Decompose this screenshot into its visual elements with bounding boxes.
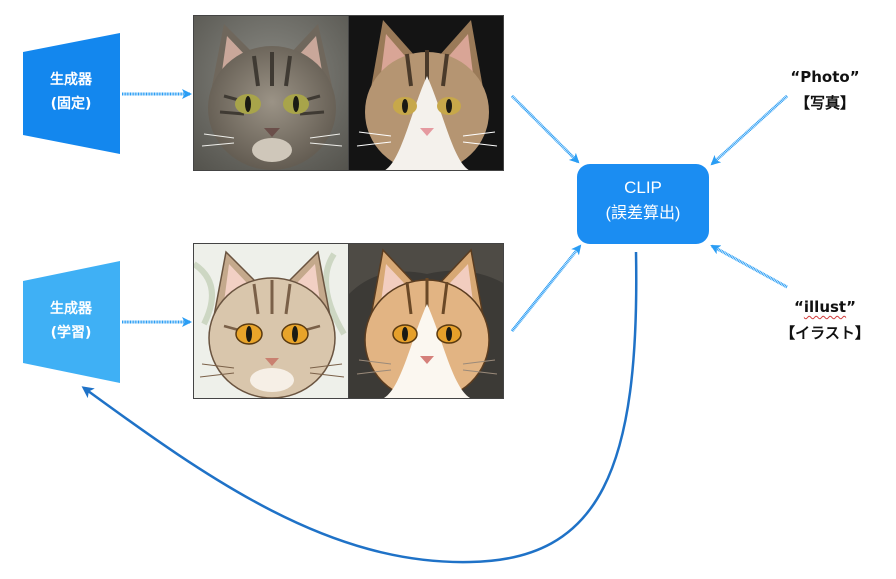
prompt-illust-quote-close: ” xyxy=(846,298,856,316)
prompt-photo-label: 【写真】 xyxy=(794,94,855,112)
generator-fixed-shape xyxy=(23,33,120,154)
generator-fixed-line1: 生成器 xyxy=(50,72,92,88)
generator-learning-line1: 生成器 xyxy=(50,301,92,317)
arrow-illustrations-to-clip xyxy=(510,244,582,332)
generator-learning-label: 生成器 (学習) xyxy=(22,297,120,345)
clip-subtitle: (誤差算出) xyxy=(605,205,681,222)
prompt-illust-label: 【イラスト】 xyxy=(780,324,870,342)
clip-title: CLIP xyxy=(624,178,662,197)
prompt-photo: “Photo” 【写真】 xyxy=(770,64,880,116)
prompt-illust-quote-open: “ xyxy=(794,298,804,316)
photo-cat-calico xyxy=(348,15,504,171)
clip-box: CLIP (誤差算出) xyxy=(577,164,709,244)
generator-fixed-line2: (固定) xyxy=(50,96,92,112)
prompt-illust: “illust” 【イラスト】 xyxy=(760,294,890,346)
arrow-photo-prompt-to-clip xyxy=(710,94,789,166)
arrow-photos-to-clip xyxy=(510,94,580,164)
arrow-feedback-clip-to-learning-generator xyxy=(81,251,638,564)
arrow-illust-prompt-to-clip xyxy=(710,244,788,289)
illustration-cat-calico xyxy=(348,243,504,399)
prompt-illust-quote: “illust” xyxy=(760,294,890,320)
prompt-illust-word: illust xyxy=(803,298,847,316)
generator-fixed-label: 生成器 (固定) xyxy=(22,68,120,116)
photo-cat-tabby xyxy=(193,15,349,171)
generator-learning-line2: (学習) xyxy=(50,325,92,341)
prompt-photo-quote: “Photo” xyxy=(790,68,860,86)
illustration-cat-tabby xyxy=(193,243,349,399)
generator-learning-shape xyxy=(23,261,120,383)
